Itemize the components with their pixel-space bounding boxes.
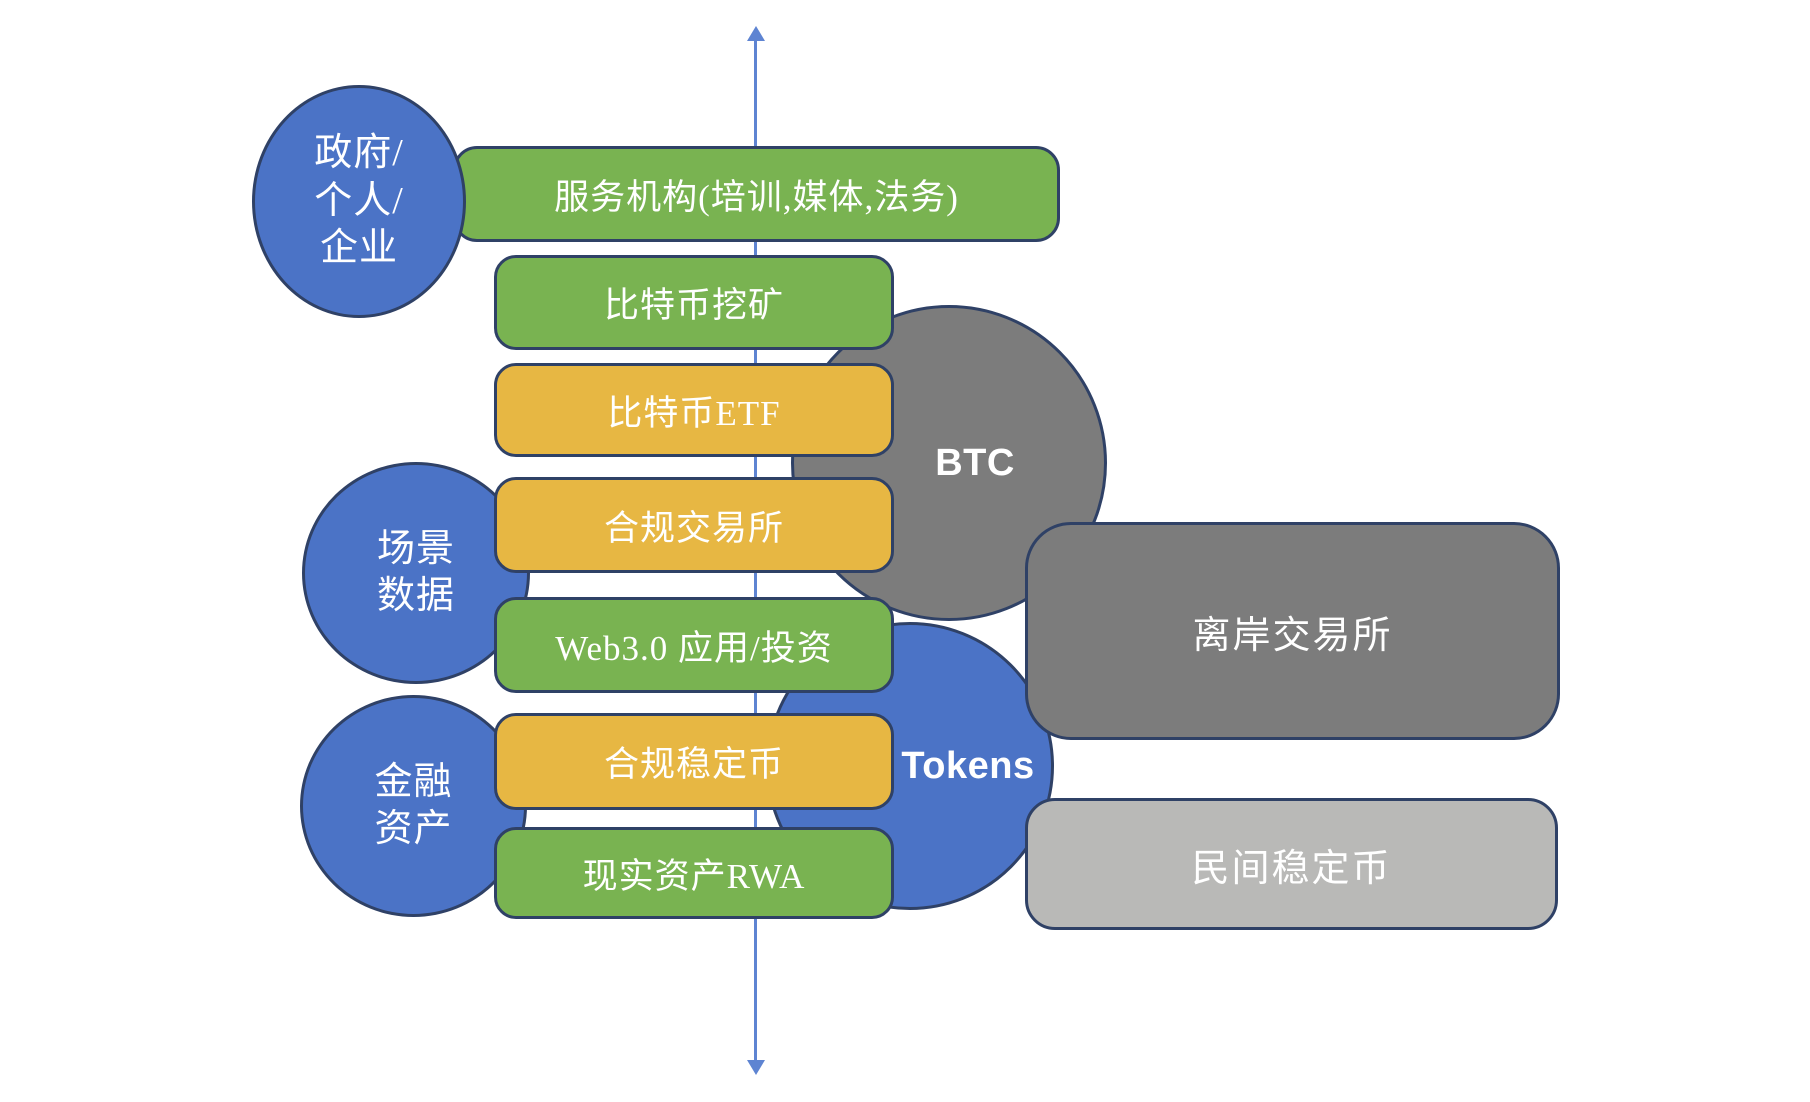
circle-scene-data: 场景 数据 bbox=[302, 462, 530, 684]
box-compliant-stablecoin-label: 合规稳定币 bbox=[603, 745, 784, 784]
box-offshore-exchange-label: 离岸交易所 bbox=[1192, 614, 1393, 657]
box-private-stablecoin-label: 民间稳定币 bbox=[1191, 847, 1392, 890]
box-bitcoin-mining-label: 比特币挖矿 bbox=[603, 286, 784, 325]
box-service-agency-label: 服务机构(培训,媒体,法务) bbox=[554, 177, 959, 217]
box-web3-apps-investment-label: Web3.0 应用/投资 bbox=[555, 628, 833, 668]
box-compliant-exchange: 合规交易所 bbox=[494, 477, 894, 573]
circle-financial-assets: 金融 资产 bbox=[300, 695, 527, 917]
circle-btc-label: BTC bbox=[935, 441, 1015, 484]
box-private-stablecoin: 民间稳定币 bbox=[1025, 798, 1558, 930]
axis-arrowhead-down-icon bbox=[747, 1060, 765, 1075]
circle-financial-assets-label: 金融 资产 bbox=[374, 760, 453, 851]
circle-tokens-label: Tokens bbox=[901, 744, 1035, 787]
box-offshore-exchange: 离岸交易所 bbox=[1025, 522, 1560, 740]
box-bitcoin-etf: 比特币ETF bbox=[494, 363, 894, 457]
box-real-world-assets-rwa: 现实资产RWA bbox=[494, 827, 894, 919]
box-compliant-exchange-label: 合规交易所 bbox=[603, 508, 784, 548]
axis-arrowhead-up-icon bbox=[747, 26, 765, 41]
box-web3-apps-investment: Web3.0 应用/投资 bbox=[494, 597, 894, 693]
circle-government-individual-enterprise-label: 政府/ 个人/ 企业 bbox=[314, 132, 404, 270]
box-service-agency: 服务机构(培训,媒体,法务) bbox=[453, 146, 1060, 242]
box-bitcoin-etf-label: 比特币ETF bbox=[607, 393, 781, 433]
box-compliant-stablecoin: 合规稳定币 bbox=[494, 713, 894, 810]
circle-government-individual-enterprise: 政府/ 个人/ 企业 bbox=[252, 85, 466, 318]
box-real-world-assets-rwa-label: 现实资产RWA bbox=[582, 856, 806, 896]
circle-scene-data-label: 场景 数据 bbox=[376, 527, 455, 618]
box-bitcoin-mining: 比特币挖矿 bbox=[494, 255, 894, 350]
